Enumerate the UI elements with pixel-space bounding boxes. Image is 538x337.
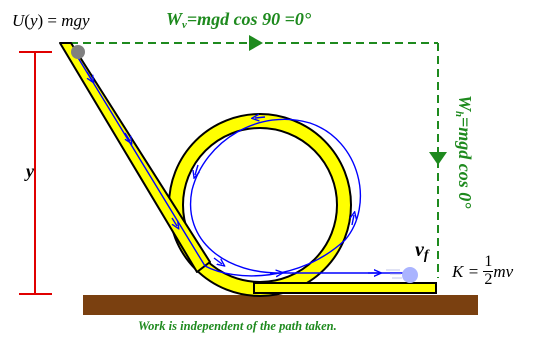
potential-energy-label: U(y) = mgy [12, 11, 90, 30]
motion-arrow-icon [171, 217, 177, 226]
fraction-denominator: 2 [484, 270, 493, 288]
horizontal-work-label: Wh=mgd cos 0° [453, 95, 475, 209]
motion-path [76, 55, 410, 277]
height-label: y [26, 161, 34, 181]
potential-variable: y [29, 11, 38, 30]
arrow-right-icon [249, 35, 263, 51]
bottom-track [253, 282, 437, 294]
motion-arrow-icon [269, 273, 280, 274]
vertical-work-expression: =mgd cos 90 =0° [186, 9, 312, 29]
kinetic-energy-label: K = 1 2 mv [452, 253, 514, 289]
horizontal-work-expression: =mgd cos 0° [455, 117, 475, 209]
potential-symbol: U [12, 11, 25, 30]
velocity-symbol: v [415, 239, 424, 261]
horizontal-work-symbol: W [455, 95, 475, 112]
vertical-work-subscript: v [182, 19, 187, 31]
ground [83, 295, 478, 315]
motion-arrow-icon [124, 132, 130, 141]
arrow-down-icon [429, 152, 447, 165]
motion-arrow-icon [352, 215, 354, 226]
vertical-work-symbol: W [166, 9, 183, 29]
motion-arrow-icon [255, 117, 266, 118]
motion-arrow-icon [86, 71, 92, 80]
one-half-fraction: 1 2 [483, 253, 494, 289]
ball-start [71, 45, 85, 59]
motion-streaks [386, 269, 402, 279]
vertical-work-label: Wv=mgd cos 90 =0° [166, 10, 311, 31]
ramp-track [59, 42, 211, 273]
kinetic-symbol: K = [452, 261, 480, 281]
kinetic-expression: mv [493, 261, 514, 281]
fraction-numerator: 1 [483, 253, 494, 272]
velocity-subscript: f [423, 248, 429, 263]
caption: Work is independent of the path taken. [138, 319, 337, 333]
final-velocity-label: vf [415, 240, 429, 263]
potential-expression: mgy [61, 11, 90, 30]
ball-end [402, 267, 418, 283]
motion-arrow-icon [213, 257, 222, 264]
motion-arrow-icon [195, 164, 198, 175]
